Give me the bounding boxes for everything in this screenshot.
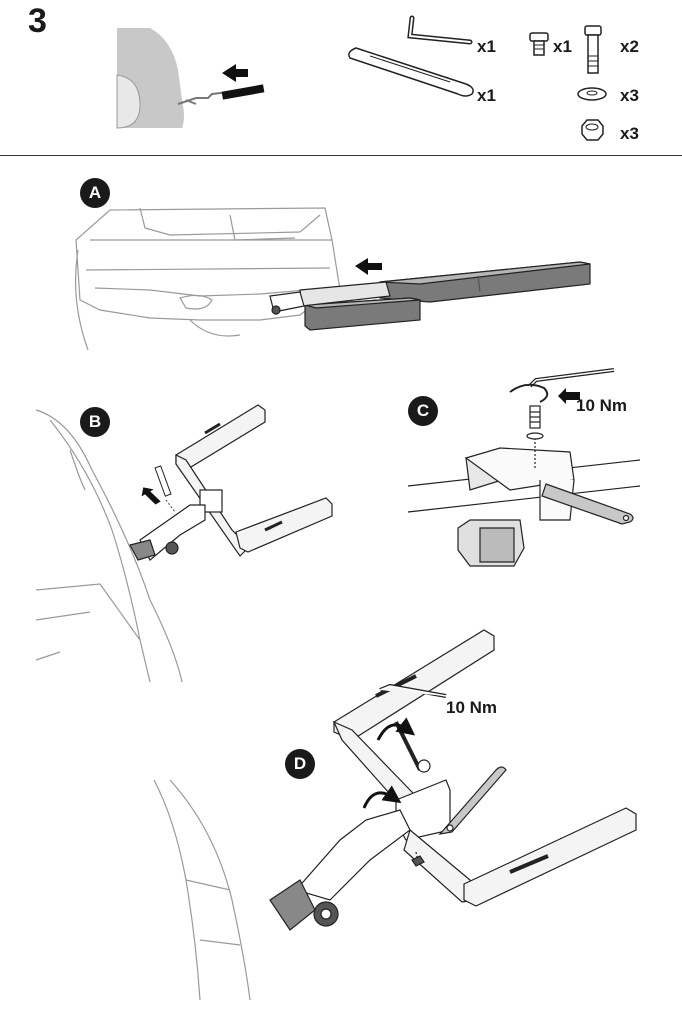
panel-a-car-rear bbox=[74, 207, 341, 351]
panel-a-badge: A bbox=[80, 178, 110, 208]
car-rear-overview bbox=[116, 28, 231, 129]
long-bolt-icon bbox=[584, 25, 602, 74]
short-bolt-quantity: x1 bbox=[553, 37, 572, 56]
panel-b-carrier-frame bbox=[129, 404, 333, 561]
panel-c-badge: C bbox=[408, 396, 438, 426]
panel-b-car-side bbox=[35, 409, 183, 683]
panel-d-badge: D bbox=[285, 749, 315, 779]
short-bolt-icon bbox=[529, 32, 549, 56]
panel-b-insert-arrow bbox=[141, 487, 161, 505]
panel-a-carrier-frame bbox=[269, 261, 591, 331]
wrench-icon bbox=[348, 47, 474, 97]
wrench-quantity: x1 bbox=[477, 86, 496, 105]
washer-icon bbox=[577, 87, 607, 101]
panel-d-torque: 10 Nm bbox=[446, 698, 498, 717]
nut-icon bbox=[581, 119, 604, 141]
panel-d-rotate-arrows bbox=[362, 717, 416, 809]
long-bolt-quantity: x2 bbox=[620, 37, 639, 56]
panel-b-bolt bbox=[154, 465, 176, 513]
nut-quantity: x3 bbox=[620, 124, 639, 143]
panel-d-carrier-frame bbox=[269, 629, 637, 931]
hex-key-icon bbox=[407, 15, 473, 45]
section-divider bbox=[0, 155, 682, 156]
panel-d-car-side bbox=[153, 779, 251, 1001]
hex-key-quantity: x1 bbox=[477, 37, 496, 56]
panel-c-detail bbox=[407, 368, 641, 567]
panel-c-tighten-arrow bbox=[558, 388, 580, 404]
panel-c-torque: 10 Nm bbox=[576, 396, 628, 415]
panel-b-badge: B bbox=[80, 407, 110, 437]
hitch-insert-arrow bbox=[221, 64, 265, 100]
washer-quantity: x3 bbox=[620, 86, 639, 105]
step-number: 3 bbox=[28, 2, 47, 40]
panel-a-insert-arrow bbox=[355, 258, 382, 275]
